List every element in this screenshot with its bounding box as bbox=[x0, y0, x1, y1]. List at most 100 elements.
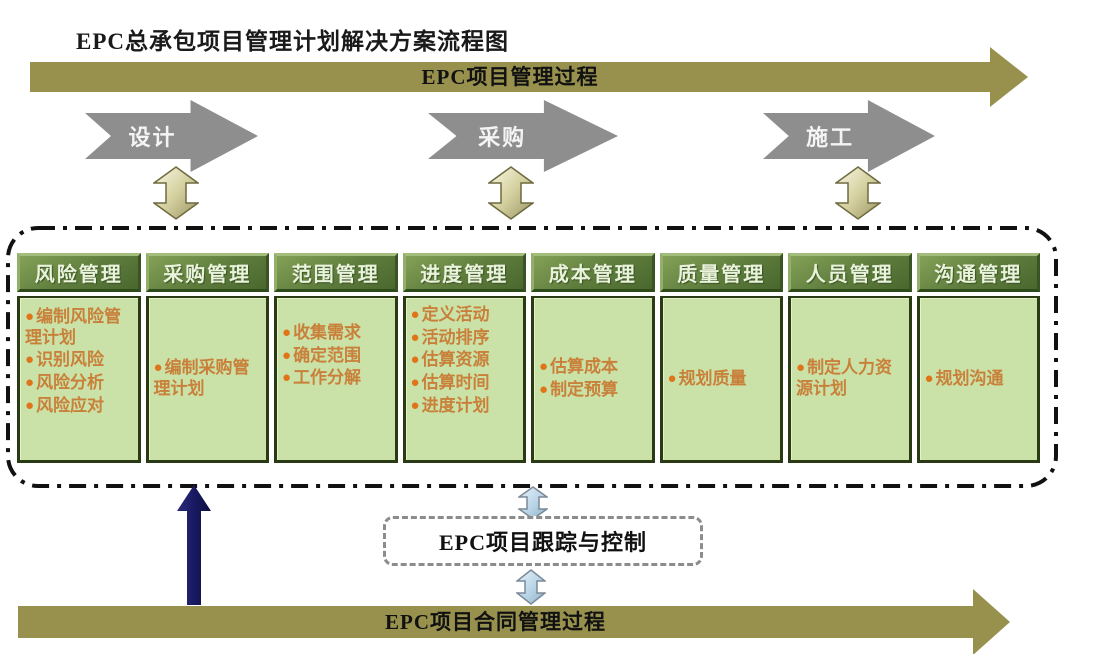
column-procurement-management: 采购管理 ●编制采购管理计划 bbox=[145, 253, 269, 463]
bullet-icon: ● bbox=[539, 359, 549, 376]
plan-item: ●估算时间 bbox=[411, 373, 521, 394]
column-header: 人员管理 bbox=[788, 253, 912, 292]
management-columns: 风险管理 ●编制风险管理计划●识别风险●风险分析●风险应对 采购管理 ●编制采购… bbox=[17, 253, 1040, 463]
column-header: 质量管理 bbox=[659, 253, 783, 292]
bullet-icon: ● bbox=[410, 397, 420, 414]
phase-arrow-procurement: 采购 bbox=[428, 100, 618, 172]
plan-item: ●编制采购管理计划 bbox=[154, 358, 264, 399]
tracking-control-label: EPC项目跟踪与控制 bbox=[438, 530, 647, 555]
bullet-icon: ● bbox=[25, 352, 35, 369]
plan-item: ●编制风险管理计划 bbox=[25, 307, 135, 348]
plan-item: ●活动排序 bbox=[411, 328, 521, 349]
plan-item-text: 制定人力资源计划 bbox=[796, 358, 893, 398]
bullet-icon: ● bbox=[25, 397, 35, 414]
plan-item: ●定义活动 bbox=[411, 305, 521, 326]
plan-item: ●风险分析 bbox=[25, 373, 135, 394]
epc-management-process-label: EPC项目管理过程 bbox=[421, 65, 599, 89]
bullet-icon: ● bbox=[282, 370, 292, 387]
bullet-icon: ● bbox=[410, 352, 420, 369]
plan-item-text: 规划沟通 bbox=[935, 368, 1004, 388]
plan-item-text: 活动排序 bbox=[421, 327, 490, 347]
column-items: ●制定人力资源计划 bbox=[788, 296, 912, 463]
bullet-icon: ● bbox=[924, 370, 934, 387]
column-scope-management: 范围管理 ●收集需求●确定范围●工作分解 bbox=[274, 253, 398, 463]
up-down-arrow-icon bbox=[835, 166, 881, 220]
plan-item: ●估算资源 bbox=[411, 350, 521, 371]
column-cost-management: 成本管理 ●估算成本●制定预算 bbox=[531, 253, 655, 463]
plan-item: ●确定范围 bbox=[282, 346, 392, 367]
up-down-arrow-icon bbox=[516, 569, 546, 605]
plan-item-text: 风险分析 bbox=[36, 373, 105, 393]
right-arrow-icon bbox=[428, 100, 618, 172]
plan-item-text: 收集需求 bbox=[293, 323, 362, 342]
plan-item-text: 进度计划 bbox=[421, 395, 490, 415]
column-items: ●收集需求●确定范围●工作分解 bbox=[274, 296, 398, 463]
plan-item: ●规划沟通 bbox=[925, 369, 1035, 390]
bullet-icon: ● bbox=[282, 325, 292, 341]
column-items: ●估算成本●制定预算 bbox=[531, 296, 655, 463]
planning-group-border bbox=[6, 226, 1058, 488]
plan-item-text: 估算成本 bbox=[550, 357, 619, 377]
bullet-icon: ● bbox=[796, 360, 806, 377]
plan-item: ●规划质量 bbox=[668, 369, 778, 390]
phase-label-construction: 施工 bbox=[806, 125, 855, 150]
bullet-icon: ● bbox=[667, 370, 677, 387]
plan-item-text: 估算资源 bbox=[421, 350, 490, 370]
phase-arrow-design: 设计 bbox=[85, 100, 258, 172]
column-items: ●规划质量 bbox=[659, 296, 783, 463]
plan-item: ●收集需求 bbox=[282, 323, 392, 344]
plan-item: ●进度计划 bbox=[411, 396, 521, 417]
column-header: 成本管理 bbox=[531, 253, 655, 292]
tracking-control-box: EPC项目跟踪与控制 bbox=[383, 516, 703, 566]
epc-contract-process-arrow bbox=[18, 606, 973, 638]
column-header: 进度管理 bbox=[402, 253, 526, 292]
up-arrow-icon bbox=[177, 485, 211, 605]
plan-item-text: 编制风险管理计划 bbox=[25, 307, 122, 347]
bullet-icon: ● bbox=[410, 375, 420, 392]
plan-item: ●风险应对 bbox=[25, 396, 135, 417]
epc-management-process-arrow bbox=[30, 62, 990, 92]
phase-label-design: 设计 bbox=[128, 125, 177, 150]
bullet-icon: ● bbox=[25, 309, 35, 325]
column-header: 范围管理 bbox=[274, 253, 398, 292]
plan-item-text: 编制采购管理计划 bbox=[153, 358, 250, 398]
up-down-arrow-icon bbox=[153, 166, 199, 220]
phase-label-procurement: 采购 bbox=[478, 125, 527, 150]
plan-item: ●识别风险 bbox=[25, 350, 135, 371]
plan-item: ●估算成本 bbox=[539, 357, 649, 378]
column-items: ●编制采购管理计划 bbox=[145, 296, 269, 463]
epc-contract-process-label: EPC项目合同管理过程 bbox=[385, 610, 606, 634]
plan-item-text: 风险应对 bbox=[36, 395, 105, 415]
column-items: ●规划沟通 bbox=[916, 296, 1040, 463]
plan-item: ●工作分解 bbox=[282, 368, 392, 389]
column-schedule-management: 进度管理 ●定义活动●活动排序●估算资源●估算时间●进度计划 bbox=[402, 253, 526, 463]
plan-item-text: 定义活动 bbox=[421, 305, 490, 324]
bullet-icon: ● bbox=[539, 382, 549, 398]
column-items: ●编制风险管理计划●识别风险●风险分析●风险应对 bbox=[17, 296, 141, 463]
phase-arrow-construction: 施工 bbox=[763, 100, 935, 172]
bullet-icon: ● bbox=[25, 375, 35, 392]
plan-item-text: 工作分解 bbox=[293, 368, 362, 388]
right-arrow-icon bbox=[763, 100, 935, 172]
column-hr-management: 人员管理 ●制定人力资源计划 bbox=[788, 253, 912, 463]
column-items: ●定义活动●活动排序●估算资源●估算时间●进度计划 bbox=[402, 296, 526, 463]
column-risk-management: 风险管理 ●编制风险管理计划●识别风险●风险分析●风险应对 bbox=[17, 253, 141, 463]
page-title: EPC总承包项目管理计划解决方案流程图 bbox=[76, 29, 509, 54]
epc-contract-process-arrowhead-icon bbox=[973, 589, 1010, 654]
column-header: 风险管理 bbox=[17, 253, 141, 292]
up-down-arrow-icon bbox=[488, 166, 534, 220]
bullet-icon: ● bbox=[410, 307, 420, 323]
right-arrow-icon bbox=[85, 100, 258, 172]
bullet-icon: ● bbox=[153, 360, 163, 377]
epc-management-process-arrowhead-icon bbox=[990, 47, 1028, 107]
column-quality-management: 质量管理 ●规划质量 bbox=[659, 253, 783, 463]
up-down-arrow-icon bbox=[518, 486, 548, 520]
plan-item-text: 规划质量 bbox=[678, 368, 747, 388]
bullet-icon: ● bbox=[410, 329, 420, 346]
plan-item-text: 估算时间 bbox=[421, 373, 490, 393]
plan-item-text: 确定范围 bbox=[293, 345, 362, 365]
column-header: 沟通管理 bbox=[916, 253, 1040, 292]
plan-item-text: 制定预算 bbox=[550, 380, 619, 399]
plan-item-text: 识别风险 bbox=[36, 350, 105, 370]
